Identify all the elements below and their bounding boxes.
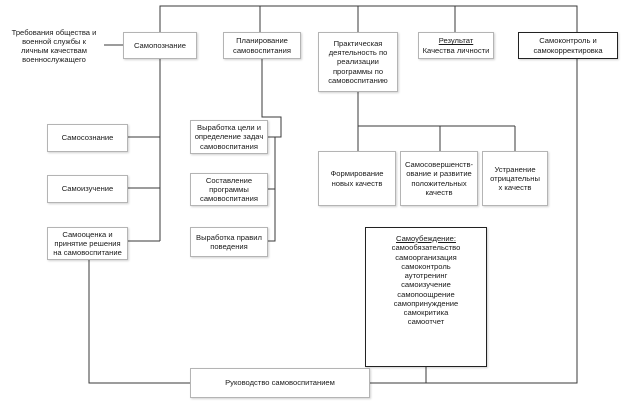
text-line: реализации <box>337 57 379 67</box>
self-awareness-box: Самосознание <box>47 124 128 152</box>
text-line: самоорганизация <box>395 252 457 262</box>
text-line: поведения <box>210 242 248 251</box>
text-line: Самопознание <box>133 40 187 50</box>
text-line: самопоощрение <box>397 289 455 299</box>
text-line: самовоспитанию <box>328 75 388 85</box>
text-line: Практическая <box>333 38 383 48</box>
text-line: самопринуждение <box>393 298 459 308</box>
self-persuasion-title: Самоубеждение: <box>396 234 456 243</box>
text-line: военной службы к <box>22 36 86 46</box>
text-line: Самосовершенств- <box>404 160 474 169</box>
text-line: программы по <box>332 66 384 76</box>
text-line: самовоспитания <box>200 194 258 204</box>
text-line: определение задач <box>194 132 264 142</box>
text-line: самообязательство <box>391 243 461 253</box>
text-line: самовоспитания <box>233 45 291 55</box>
text-line: Самооценка и <box>62 229 113 239</box>
text-line: принятие решения <box>54 238 121 248</box>
text-line: Формирование <box>330 169 384 179</box>
text-line: Устранение <box>494 164 536 174</box>
text-line: личным качествам <box>20 46 87 55</box>
self-study-box: Самоизучение <box>47 175 128 203</box>
text-line: Самосознание <box>61 133 114 143</box>
text-line: х качеств <box>498 183 532 193</box>
text-line: самовоспитания <box>200 141 258 151</box>
result-text: Качества личности <box>422 45 490 55</box>
text-line: программы <box>209 184 249 194</box>
result-box: Результат Качества личности <box>418 32 494 59</box>
text-line: положительных <box>411 178 467 188</box>
text-line: Выработка цели и <box>197 123 261 133</box>
self-knowledge-box: Самопознание <box>123 32 197 59</box>
text-line: самокорректировка <box>533 45 603 55</box>
text-line: военнослужащего <box>22 55 86 65</box>
text-line: Самоконтроль и <box>539 36 597 46</box>
text-line: на самовоспитание <box>53 248 122 258</box>
text-line: Самоизучение <box>61 184 114 194</box>
text-line: новых качеств <box>331 178 383 188</box>
text-line: Руководство самовоспитанием <box>225 378 335 388</box>
text-line: самоизучение <box>401 280 451 290</box>
management-box: Руководство самовоспитанием <box>190 368 370 398</box>
text-line: самоотчет <box>407 317 445 327</box>
text-line: отрицательны <box>490 173 540 183</box>
text-line: качеств <box>425 187 453 197</box>
text-line: самокритика <box>403 308 449 317</box>
text-line: деятельность по <box>328 48 388 58</box>
text-line: Составление <box>205 175 253 185</box>
text-line: самоконтроль <box>401 261 451 271</box>
text-line: Планирование <box>236 36 288 46</box>
text-line: Требования общества и <box>11 27 97 37</box>
text-line: Выработка правил <box>196 232 262 242</box>
text-line: аутотренинг <box>404 271 448 280</box>
text-line: ование и развитие <box>406 169 472 179</box>
result-title: Результат <box>438 36 474 46</box>
